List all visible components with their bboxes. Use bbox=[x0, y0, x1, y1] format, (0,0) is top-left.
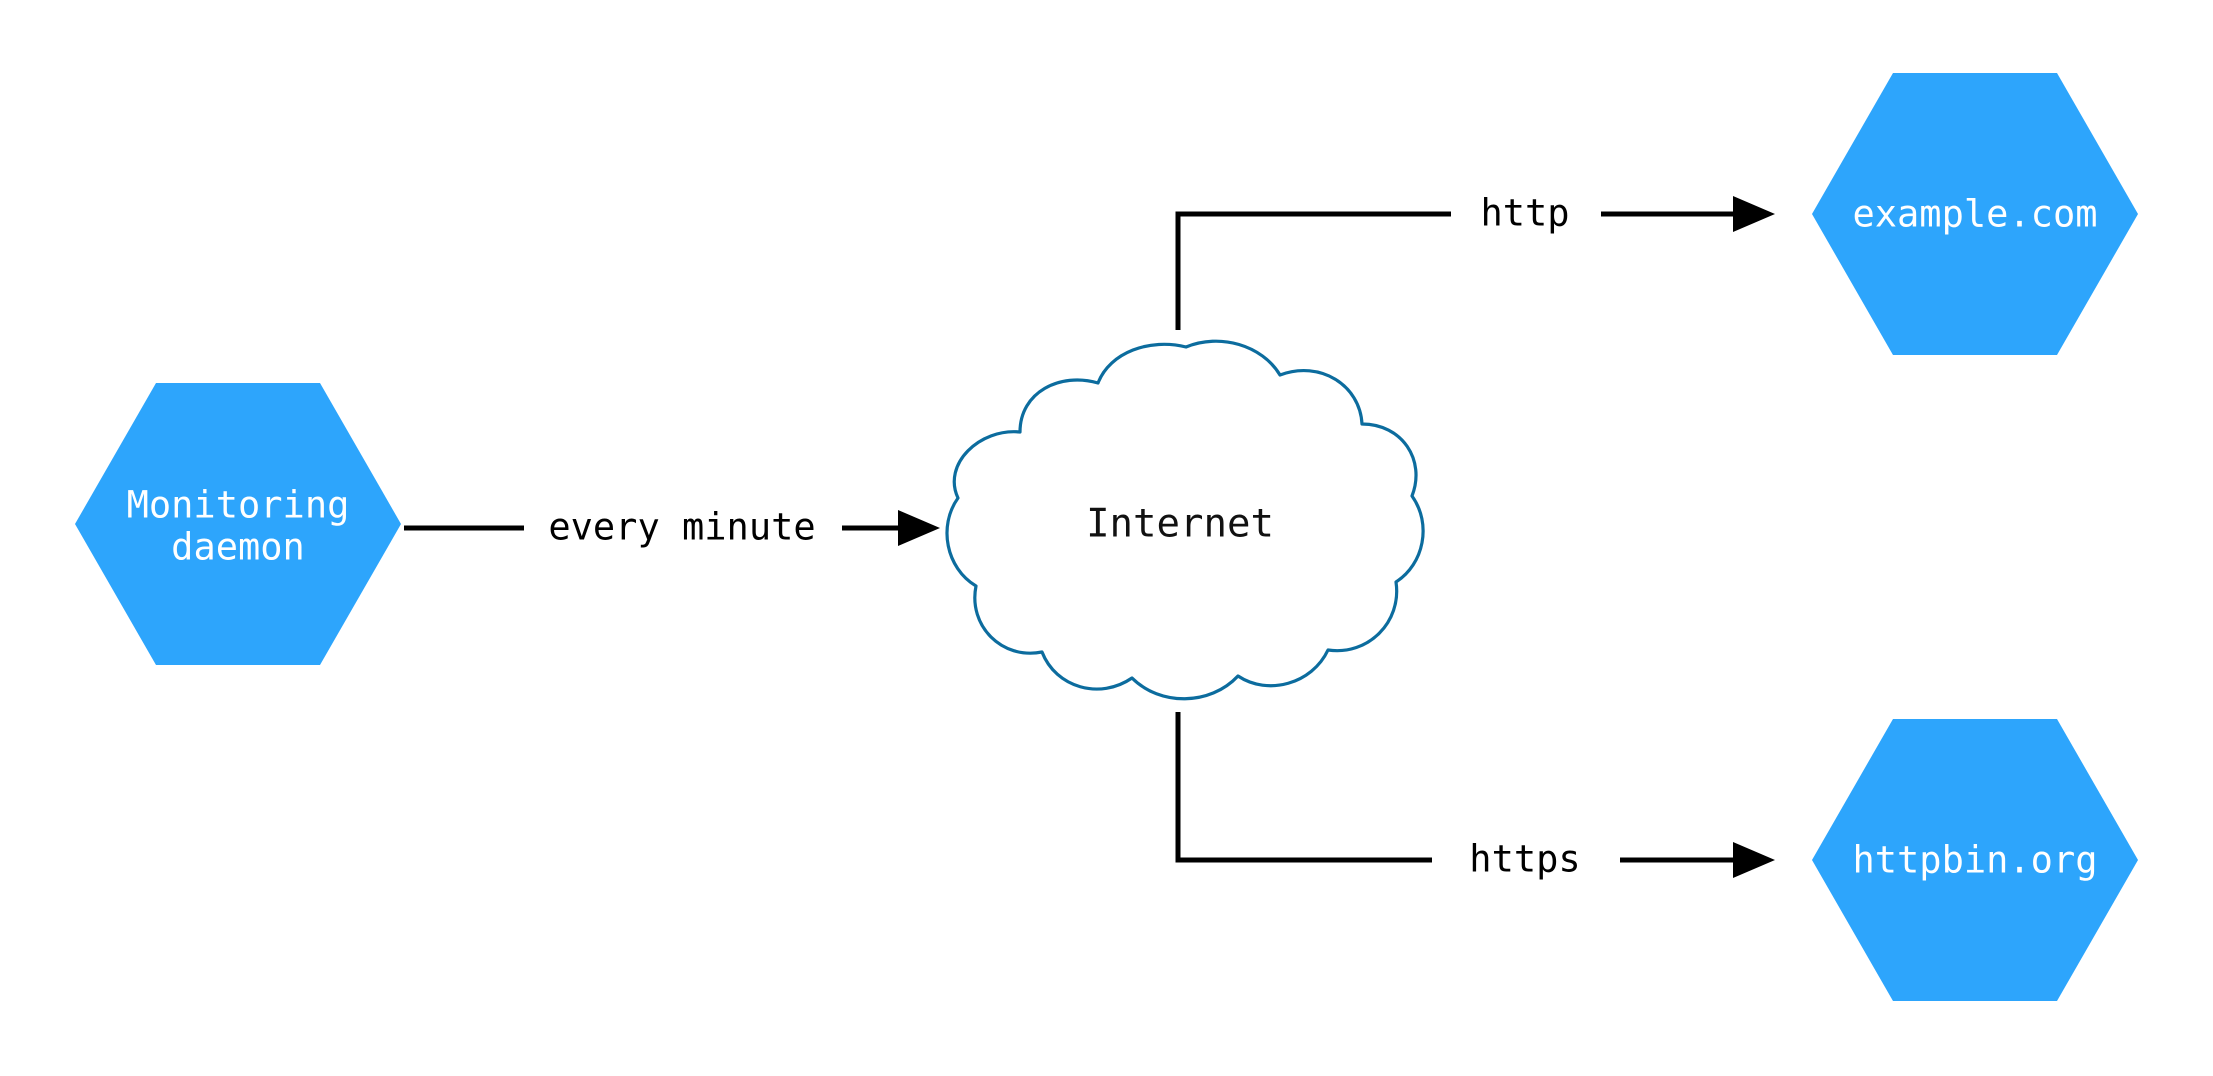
edge-internet-to-example[interactable]: http bbox=[1175, 188, 1775, 330]
node-label-line1: Monitoring bbox=[127, 484, 350, 527]
node-label-httpbin-org: httpbin.org bbox=[1852, 839, 2097, 882]
cloud-shape bbox=[945, 339, 1425, 701]
node-monitoring-daemon[interactable]: Monitoring daemon bbox=[75, 383, 401, 665]
edge-label-backdrop bbox=[1432, 834, 1620, 886]
edge-label-every-minute: every minute bbox=[548, 506, 815, 549]
edge-label-backdrop bbox=[524, 502, 842, 554]
hexagon-shape bbox=[1812, 719, 2138, 1001]
hexagon-shape bbox=[75, 383, 401, 665]
node-internet[interactable]: Internet bbox=[945, 339, 1425, 701]
node-httpbin-org[interactable]: httpbin.org bbox=[1812, 719, 2138, 1001]
arrowhead-icon bbox=[898, 510, 940, 546]
edge-label-backdrop bbox=[1451, 188, 1601, 240]
node-label-example-com: example.com bbox=[1852, 193, 2097, 236]
edge-daemon-to-internet[interactable]: every minute bbox=[404, 502, 940, 554]
node-label-internet: Internet bbox=[1086, 502, 1274, 547]
edge-elbow-path-http bbox=[1175, 211, 1455, 330]
node-label-line2: daemon bbox=[171, 526, 305, 569]
arrowhead-icon bbox=[1733, 196, 1775, 232]
node-example-com[interactable]: example.com bbox=[1812, 73, 2138, 355]
edge-internet-to-httpbin[interactable]: https bbox=[1175, 712, 1775, 886]
arrowhead-icon bbox=[1733, 842, 1775, 878]
edge-label-http: http bbox=[1480, 192, 1569, 235]
edge-label-https: https bbox=[1469, 838, 1580, 881]
edge-elbow-path-https bbox=[1175, 712, 1436, 863]
hexagon-shape bbox=[1812, 73, 2138, 355]
